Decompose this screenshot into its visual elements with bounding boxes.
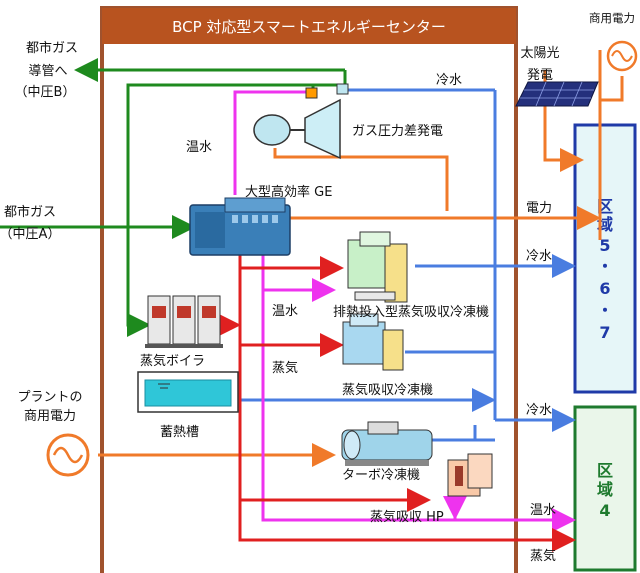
hot-water-lines xyxy=(233,90,576,532)
zone-a-char: 7 xyxy=(599,323,610,342)
cold-water-out-label: 冷水 xyxy=(436,73,462,88)
storage-tank-label: 蓄熱槽 xyxy=(160,425,199,440)
ge-label: 大型高効率 GE xyxy=(245,184,332,200)
cold-water-out-label: 冷水 xyxy=(526,249,552,264)
zone-a-char: 5 xyxy=(599,236,610,255)
gas-engine-icon xyxy=(189,197,291,256)
city-gas-in-label: 都市ガス xyxy=(4,204,56,220)
zone-a-char: ・ xyxy=(597,301,613,320)
gas-turbine-icon xyxy=(253,83,349,160)
storage-tank-icon xyxy=(137,371,239,413)
zone-b-char: 区 xyxy=(597,461,613,480)
steam-lines xyxy=(205,255,576,552)
ac-source-icon xyxy=(46,433,90,477)
steam-boiler-label: 蒸気ボイラ xyxy=(140,353,205,369)
hot-water-out-label: 温水 xyxy=(530,503,556,518)
exhaust-chiller-label: 排熱投入型蒸気吸収冷凍機 xyxy=(333,304,489,320)
center-title: BCP 対応型スマートエネルギーセンター xyxy=(172,18,446,36)
center-frame: BCP 対応型スマートエネルギーセンター xyxy=(100,6,518,573)
solar-label: 発電 xyxy=(527,68,553,83)
steam-chiller-label: 蒸気吸収冷凍機 xyxy=(342,382,433,398)
commercial-power-label: 商用電力 xyxy=(589,11,635,25)
zone-b-box: 区 域 4 xyxy=(573,405,637,572)
ac-source-icon xyxy=(606,40,638,72)
chiller-icon xyxy=(341,421,433,466)
zone-b-char: 4 xyxy=(599,501,610,520)
cold-water-lines xyxy=(235,88,576,442)
cold-water-out-label: 冷水 xyxy=(526,403,552,418)
steam-label: 蒸気 xyxy=(272,360,298,376)
steam-out-label: 蒸気 xyxy=(530,548,556,564)
zone-a-char: 6 xyxy=(599,279,610,298)
heat-pump-icon xyxy=(447,453,493,497)
hot-water-label: 温水 xyxy=(186,140,212,155)
plant-power-label: プラントの xyxy=(17,390,82,405)
zone-b-char: 域 xyxy=(597,480,613,499)
solar-panel-icon xyxy=(515,81,599,107)
gas-pressure-gen-label: ガス圧力差発電 xyxy=(352,124,443,139)
power-out-label: 電力 xyxy=(526,201,552,216)
turbo-chiller-label: ターボ冷凍機 xyxy=(342,467,420,483)
city-gas-pipe-label: 導管へ xyxy=(28,64,67,79)
steam-hp-label: 蒸気吸収 HP xyxy=(370,509,444,525)
chiller-icon xyxy=(347,231,408,303)
hot-water-label: 温水 xyxy=(272,304,298,319)
zone-a-box: 区 域 5 ・ 6 ・ 7 xyxy=(573,123,637,394)
solar-label: 太陽光 xyxy=(520,46,559,61)
city-gas-in-label: （中圧A） xyxy=(0,227,60,242)
city-gas-pipe-label: 都市ガス xyxy=(26,40,78,56)
plant-power-label: 商用電力 xyxy=(24,409,76,424)
zone-a-char: ・ xyxy=(597,257,613,276)
chiller-icon xyxy=(342,313,404,371)
steam-boiler-icon xyxy=(145,295,223,348)
city-gas-pipe-label: （中圧B） xyxy=(15,85,76,100)
